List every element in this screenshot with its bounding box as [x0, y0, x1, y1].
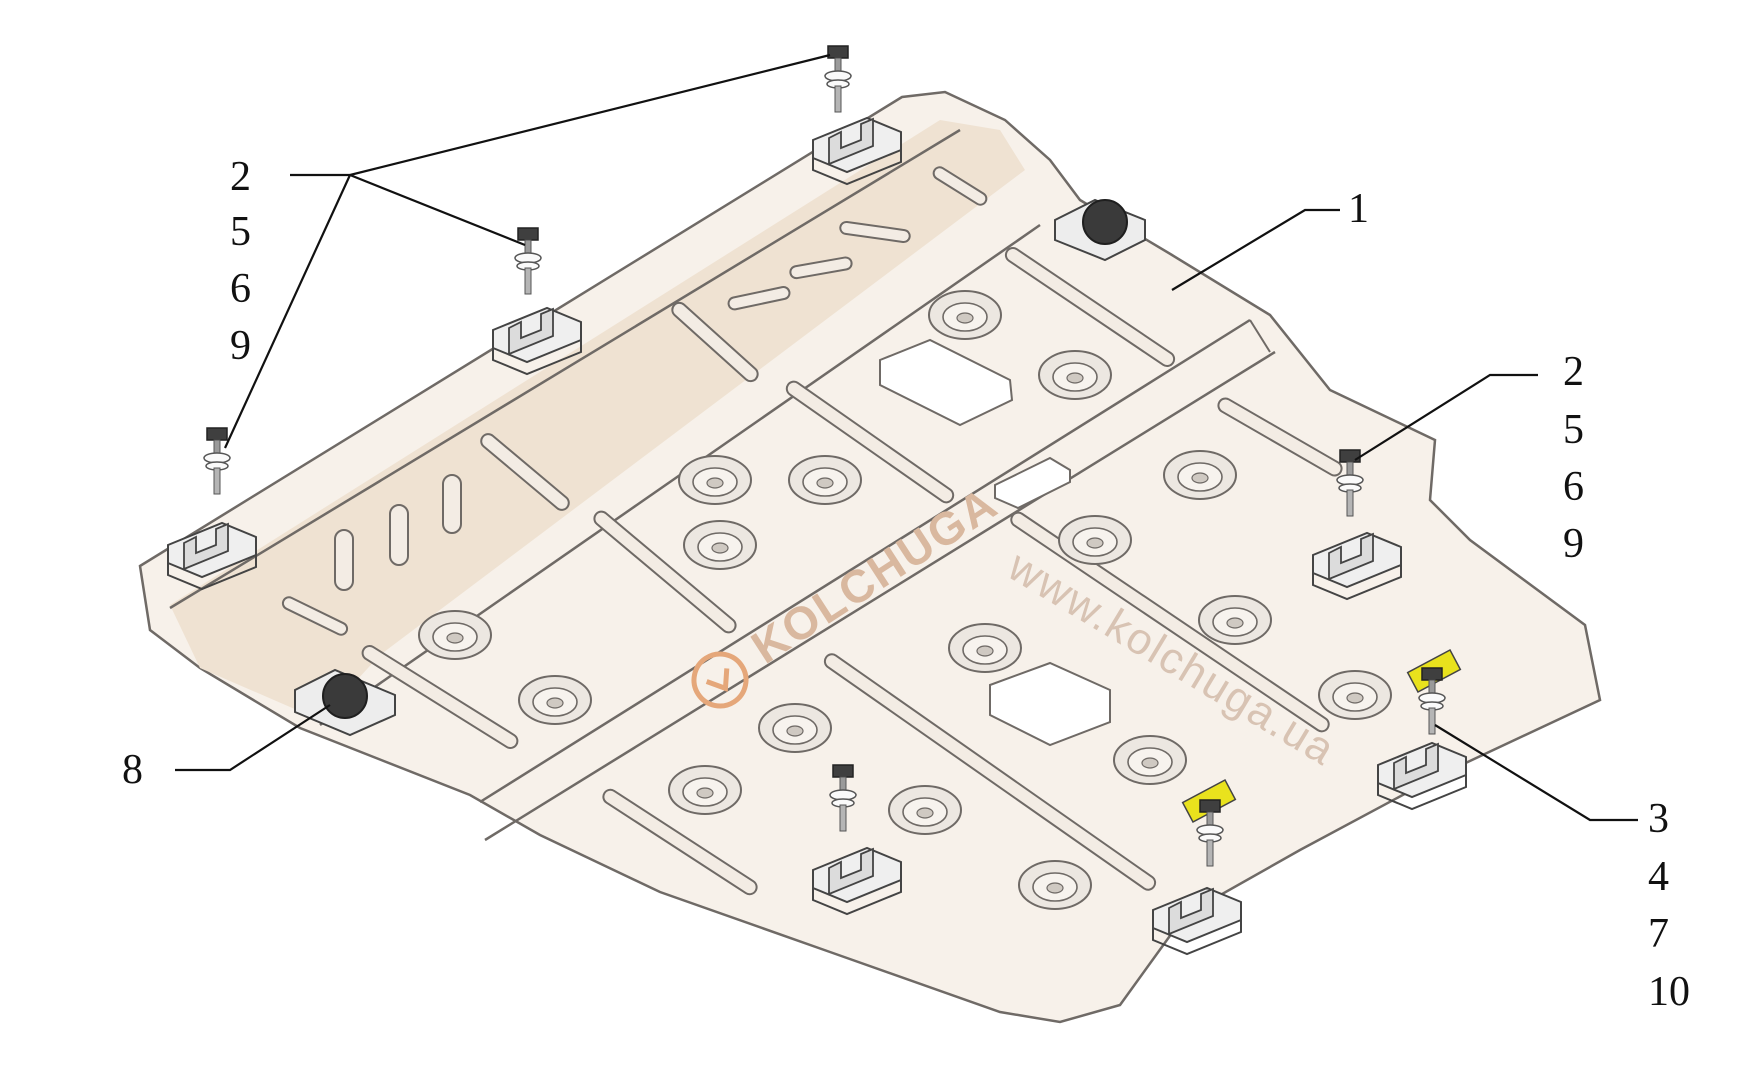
clip-fastener-bottom — [1152, 779, 1242, 955]
cutout-upper — [879, 338, 1014, 427]
cutout-center — [994, 456, 1071, 510]
leader-lines — [175, 53, 1638, 822]
callout-number: 6 — [230, 266, 251, 312]
callout-number: 3 — [1648, 796, 1669, 842]
rubber-plug-icon — [294, 668, 396, 737]
callout-number: 5 — [1563, 407, 1584, 453]
callout-right-mid-group: 2 5 6 9 — [1563, 349, 1584, 567]
rubber-plug-icon — [1054, 198, 1146, 262]
callout-number: 4 — [1648, 854, 1669, 900]
callout-bottom-left-label: 8 — [122, 747, 143, 793]
kolchuga-logo-icon — [691, 651, 749, 709]
callout-number: 9 — [1563, 521, 1584, 567]
callout-top-left-group: 2 5 6 9 — [230, 154, 251, 369]
stiffening-ribs — [281, 166, 1343, 896]
callout-number: 2 — [1563, 349, 1584, 395]
callout-number: 9 — [230, 323, 251, 369]
callout-number: 6 — [1563, 464, 1584, 510]
callout-plate-label: 1 — [1348, 186, 1369, 232]
callout-number: 5 — [230, 209, 251, 255]
clip-fastener-right — [1377, 649, 1467, 810]
callout-bottom-right-group: 3 4 7 10 — [1648, 796, 1690, 1015]
cutout-lower — [989, 661, 1111, 747]
callout-number: 10 — [1648, 969, 1690, 1015]
callout-number: 7 — [1648, 911, 1669, 957]
callout-number: 2 — [230, 154, 251, 200]
